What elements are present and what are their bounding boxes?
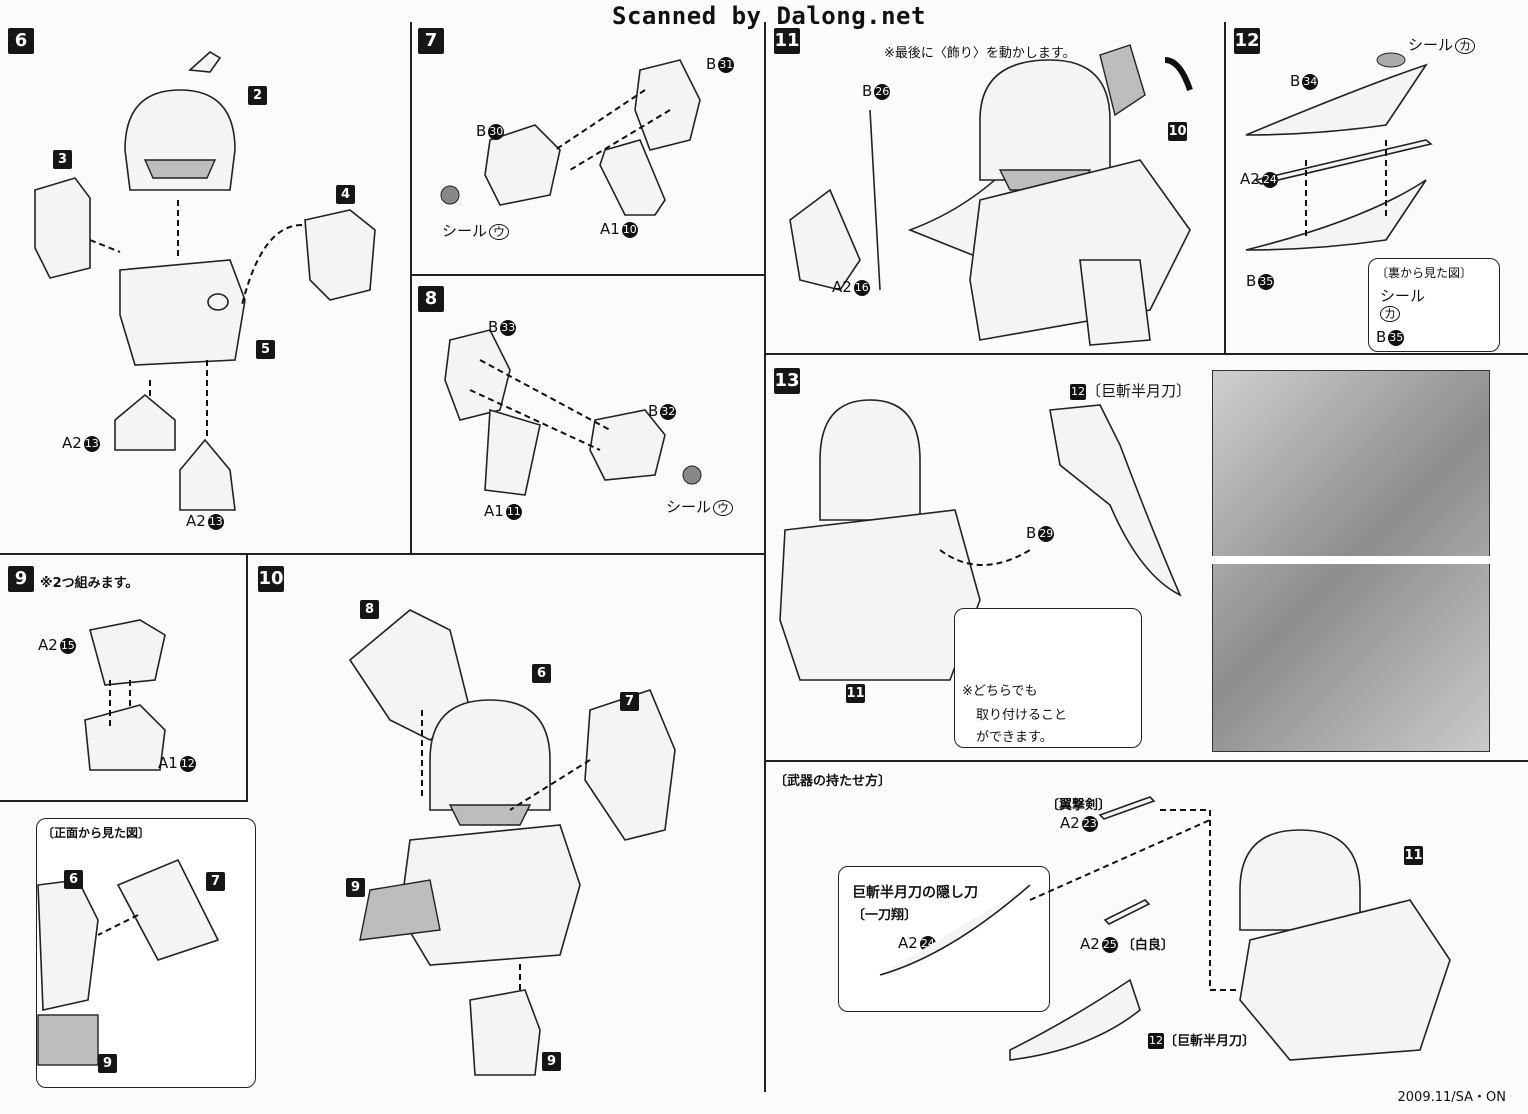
- seal-label: シール: [1380, 287, 1426, 305]
- step-number: 8: [418, 286, 444, 312]
- weapon-label: 12〔巨斬半月刀〕: [1070, 382, 1192, 400]
- seal-label: シールウ: [666, 496, 734, 517]
- step-number: 6: [8, 28, 34, 54]
- part-label: 11: [1404, 846, 1423, 865]
- seal-label: シールカ: [1408, 34, 1476, 55]
- back-view-title: 〔裏から見た図〕: [1376, 266, 1473, 280]
- part-label: 4: [336, 185, 355, 204]
- step-number: 7: [418, 28, 444, 54]
- weapon-label: 〔翼撃剣〕: [1046, 798, 1112, 813]
- seal-mark: カ: [1380, 304, 1401, 322]
- divider: [764, 22, 766, 1092]
- divider: [410, 274, 766, 276]
- step13-illustration: [779, 399, 1182, 681]
- step11-illustration: [789, 44, 1193, 346]
- front-view-title: 〔正面から見た図〕: [42, 826, 151, 840]
- part-label: 5: [256, 340, 275, 359]
- step9-illustration: [84, 619, 166, 771]
- part-label: 8: [360, 600, 379, 619]
- watermark: Scanned by Dalong.net: [612, 2, 926, 30]
- divider: [766, 353, 1528, 355]
- part-label: 9: [98, 1054, 117, 1073]
- divider: [246, 553, 248, 801]
- divider: [766, 760, 1528, 762]
- step7-illustration: [440, 59, 701, 216]
- part-label: 6: [64, 870, 83, 889]
- footer-code: 2009.11/SA・ON: [1397, 1090, 1506, 1105]
- part-label: 3: [53, 150, 72, 169]
- divider: [0, 800, 248, 802]
- weapon-label: 12〔巨斬半月刀〕: [1148, 1032, 1256, 1049]
- seal-label: シールウ: [442, 220, 510, 241]
- photo-divider: [1212, 556, 1490, 564]
- part-label: 9: [346, 878, 365, 897]
- step12-illustration: [1245, 52, 1433, 251]
- step-number: 10: [258, 566, 284, 592]
- part-label: 9: [542, 1052, 561, 1071]
- note-line: ができます。: [976, 730, 1053, 745]
- step6-illustration: [34, 51, 376, 511]
- weapons-title: 〔武器の持たせ方〕: [774, 774, 892, 789]
- part-label: 7: [620, 692, 639, 711]
- part-label: 7: [206, 872, 225, 891]
- part-label: 10: [1168, 122, 1187, 141]
- part-label: 6: [532, 664, 551, 683]
- step-number: 12: [1234, 28, 1260, 54]
- divider: [0, 553, 766, 555]
- divider: [1224, 22, 1226, 354]
- note-box: [954, 608, 1142, 748]
- step-note: ※2つ組みます。: [40, 576, 139, 591]
- step8-illustration: [444, 329, 702, 496]
- note-line: 取り付けること: [976, 708, 1068, 723]
- step-number: 11: [774, 28, 800, 54]
- part-label: 11: [846, 684, 865, 703]
- step-number: 9: [8, 566, 34, 592]
- step-number: 13: [774, 368, 800, 394]
- step10-illustration: [348, 609, 676, 1076]
- hidden-blade-title: 巨斬半月刀の隠し刀: [852, 885, 978, 901]
- divider: [410, 22, 412, 553]
- step-note: ※最後に〈飾り〉を動かします。: [884, 46, 1076, 61]
- hidden-blade-sub: 〔一刀翔〕: [852, 908, 918, 923]
- note-line: ※どちらでも: [962, 684, 1038, 699]
- weapons-illustration: [879, 796, 1451, 1061]
- part-label: 2: [248, 86, 267, 105]
- front-view-illustration: [37, 858, 220, 1066]
